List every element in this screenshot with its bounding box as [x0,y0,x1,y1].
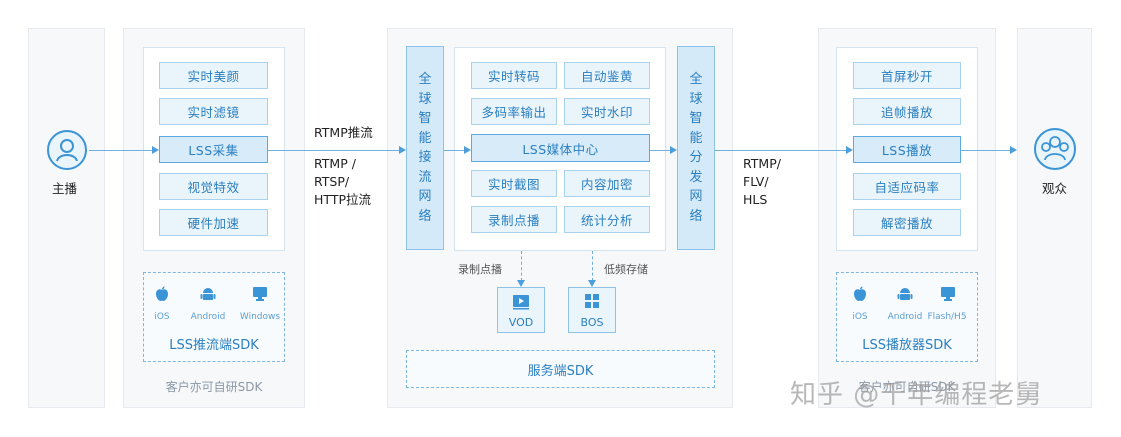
windows-icon [252,286,268,306]
feature-statistics: 统计分析 [564,206,650,233]
audience-label: 观众 [1042,181,1068,196]
storage-arrow [588,280,596,287]
android-icon [200,286,216,306]
vod-label: VOD [508,316,534,329]
media-center: LSS媒体中心 [471,134,650,162]
player-platform-ios-label: iOS [852,312,868,322]
feature-multi-bitrate: 多码率输出 [471,98,557,125]
flow-capture-to-ingest [268,150,399,151]
record-label: 录制点播 [458,263,502,276]
feature-porn-detect: 自动鉴黄 [564,62,650,89]
flow-arrow [846,146,853,154]
flow-arrow [399,146,406,154]
push-feature-filter: 实时滤镜 [159,98,268,125]
push-feature-effects: 视觉特效 [159,173,268,200]
monitor-icon [940,286,956,306]
player-feature-playback: LSS播放 [853,136,961,163]
player-sdk-label: LSS播放器SDK [862,338,952,353]
flow-distribution-to-player [715,150,846,151]
feature-record-vod: 录制点播 [471,206,557,233]
flow-ingest-to-center [444,150,464,151]
push-feature-capture: LSS采集 [159,136,268,163]
player-platform-flash-label: Flash/H5 [927,312,967,322]
watermark: 知乎 @千年编程老舅 [790,380,1043,410]
player-sdk-platform-box [836,272,978,362]
vod-service [497,287,545,333]
anchor-label: 主播 [52,181,78,196]
audience-group-icon [1034,128,1076,170]
anchor-panel [28,28,105,408]
apple-icon [853,286,867,306]
flow-arrow [670,146,677,154]
push-feature-beauty: 实时美颜 [159,62,268,89]
platform-android-label: Android [190,312,226,322]
feature-transcode: 实时转码 [471,62,557,89]
audience-panel [1017,28,1092,408]
flow-arrow [152,146,159,154]
flow-player-to-audience [961,150,1010,151]
feature-snapshot: 实时截图 [471,170,557,197]
player-feature-abr: 自适应码率 [853,173,961,200]
delivery-protocols-label: RTMP/ FLV/ HLS [743,156,781,207]
platform-windows-label: Windows [239,312,281,322]
server-sdk-label: 服务端SDK [527,364,594,379]
player-feature-decrypt: 解密播放 [853,209,961,236]
android-icon [897,286,913,306]
player-feature-catchup: 追帧播放 [853,98,961,125]
record-connector [521,251,522,281]
bos-label: BOS [580,316,604,329]
push-sdk-caption: 客户亦可自研SDK [165,380,263,394]
player-platform-android-label: Android [887,312,923,322]
flow-arrow [464,146,471,154]
server-sdk-box [406,350,715,388]
flow-arrow [1010,146,1017,154]
push-sdk-label: LSS推流端SDK [169,338,259,353]
player-feature-fast-start: 首屏秒开 [853,62,961,89]
push-feature-hw-accel: 硬件加速 [159,209,268,236]
record-arrow [517,280,525,287]
bos-service [568,287,616,333]
storage-connector [592,251,593,281]
platform-ios-label: iOS [154,312,170,322]
flow-center-to-distribution [650,150,670,151]
anchor-avatar-icon [47,130,87,170]
rtmp-push-label: RTMP推流 [314,125,373,140]
flow-anchor-to-capture [89,150,152,151]
rtmp-pull-label: RTMP / RTSP/ HTTP拉流 [314,156,371,207]
feature-encryption: 内容加密 [564,170,650,197]
ingest-network: 全 球 智 能 接 流 网 络 [406,46,444,250]
player-sdk-caption: 客户亦可自研SDK [858,380,956,394]
distribution-network: 全 球 智 能 分 发 网 络 [677,46,715,250]
feature-watermark: 实时水印 [564,98,650,125]
storage-label: 低频存储 [604,263,648,276]
play-icon [512,294,530,314]
apple-icon [155,286,169,306]
storage-grid-icon [584,293,600,313]
